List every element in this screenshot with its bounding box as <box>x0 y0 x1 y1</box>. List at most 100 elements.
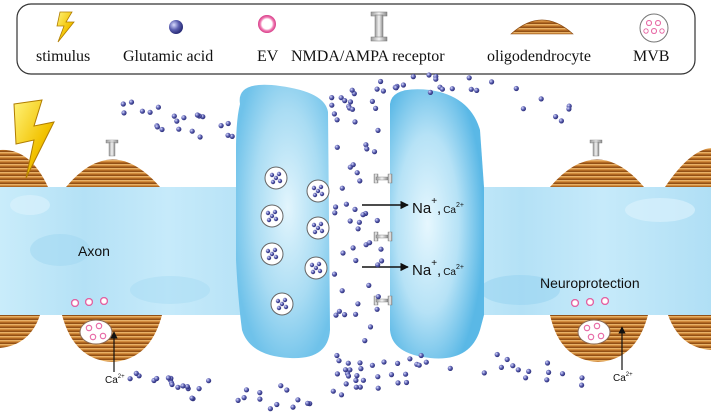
synaptic-receptors <box>373 173 393 306</box>
glutamate-dot <box>566 106 572 112</box>
glutamate-dot <box>494 351 500 358</box>
glutamate-dot <box>360 212 366 218</box>
glutamate-dot <box>352 119 358 125</box>
glutamate-dot <box>336 358 342 364</box>
glutamate-dot <box>468 86 474 92</box>
glutamate-dot <box>369 98 375 104</box>
legend-label-stimulus: stimulus <box>36 48 90 65</box>
glutamate-dot <box>559 371 566 377</box>
glutamate-dot <box>184 384 190 390</box>
glutamate-dot <box>352 206 358 212</box>
presynaptic-terminal <box>236 84 330 359</box>
glutamate-dot <box>367 240 373 246</box>
glutamate-dot <box>393 85 399 91</box>
glutamate-dot <box>343 381 349 387</box>
glutamate-dot <box>290 404 296 410</box>
glutamate-dot <box>403 379 410 386</box>
glutamate-dot <box>546 369 552 375</box>
oligodendrocyte-icon <box>510 19 574 35</box>
glutamate-dot <box>334 144 340 150</box>
glutamate-dot <box>353 311 359 317</box>
glutamate-dot <box>353 257 359 264</box>
glutamate-dot <box>196 386 202 392</box>
oligodendrocyte-bottom-right <box>550 315 711 362</box>
glutamate-dot <box>544 360 551 366</box>
postsynaptic-terminal <box>390 89 484 359</box>
receptor-icon <box>370 11 388 42</box>
glutamate-dot <box>439 86 445 92</box>
glutamate-dot <box>284 387 290 393</box>
glutamate-dot <box>120 101 126 107</box>
glutamate-dot <box>331 111 337 117</box>
glutamate-dot <box>171 113 177 119</box>
legend-border <box>16 3 696 75</box>
receptor <box>373 231 393 242</box>
glutamate-dot <box>364 146 370 152</box>
glutamate-dot <box>165 375 171 381</box>
glutamate-dot <box>526 368 532 374</box>
glutamate-dot <box>342 98 348 104</box>
glutamate-dot <box>243 387 250 393</box>
mvb-in-oligodendrocyte-right <box>577 319 611 345</box>
glutamate-dot <box>366 282 372 288</box>
glutamate-dot <box>347 218 353 224</box>
mvb <box>264 166 288 190</box>
oligodendrocyte-bottom-left <box>0 315 162 362</box>
lightning-bolt-icon <box>56 11 75 43</box>
glutamate-dot <box>360 377 366 383</box>
glutamate-dot <box>363 142 369 148</box>
legend-label-receptor: NMDA/AMPA receptor <box>291 48 445 65</box>
mvb <box>306 179 330 203</box>
receptor <box>373 173 393 184</box>
glutamate-dot <box>333 204 339 210</box>
glutamate-dot <box>334 352 340 359</box>
glutamate-dot <box>374 86 380 92</box>
glutamate-dot <box>159 126 165 133</box>
mvb <box>260 204 284 228</box>
ev-vesicle-icon <box>258 15 276 33</box>
glutamate-dot <box>339 288 345 294</box>
glutamate-dot <box>403 371 409 377</box>
glutamate-dot <box>371 149 378 155</box>
glutamate-dot <box>553 114 559 120</box>
glutamate-dot <box>181 115 187 121</box>
presynaptic-mvbs <box>260 166 330 316</box>
glutamate-molecules <box>120 72 585 412</box>
mvb <box>270 292 294 316</box>
glutamate-dot <box>329 102 335 108</box>
glutamate-dot <box>334 371 340 377</box>
glutamate-dot <box>354 170 360 176</box>
mvb <box>304 256 328 280</box>
glutamate-dot <box>332 210 338 216</box>
glutamate-dot <box>154 124 160 130</box>
glutamate-dot <box>274 401 280 408</box>
glutamate-dot <box>197 134 203 140</box>
glutamate-dot <box>154 375 160 382</box>
glutamate-dot <box>155 104 161 110</box>
glutamate-dot <box>579 375 585 381</box>
glutamate-dot <box>347 367 353 373</box>
glutamate-dot <box>523 375 529 381</box>
axon-right-segment <box>440 187 711 315</box>
glutamate-dot <box>395 380 401 386</box>
glutamate-dot <box>367 324 374 330</box>
glutamate-dot <box>423 359 429 365</box>
glutamate-dot <box>229 133 235 139</box>
oligodendrocyte-top-left <box>0 149 160 187</box>
glutamate-dot <box>381 359 387 365</box>
glutamate-dot <box>356 219 362 225</box>
glutamate-dot <box>194 112 200 118</box>
released-evs-left <box>71 297 108 307</box>
glutamate-dot <box>225 132 231 138</box>
glutamate-dot <box>175 384 181 390</box>
glutamate-dot <box>334 117 340 123</box>
glutamate-dot <box>343 201 349 207</box>
glutamate-dot <box>449 86 455 92</box>
axon-left-segment <box>0 187 280 315</box>
glutamate-dot <box>331 271 338 277</box>
glutamate-dot <box>362 338 368 344</box>
glutamate-dot <box>407 356 413 362</box>
glutamate-dot <box>433 76 439 82</box>
mvb <box>260 242 284 266</box>
glutamate-dot <box>354 373 360 379</box>
